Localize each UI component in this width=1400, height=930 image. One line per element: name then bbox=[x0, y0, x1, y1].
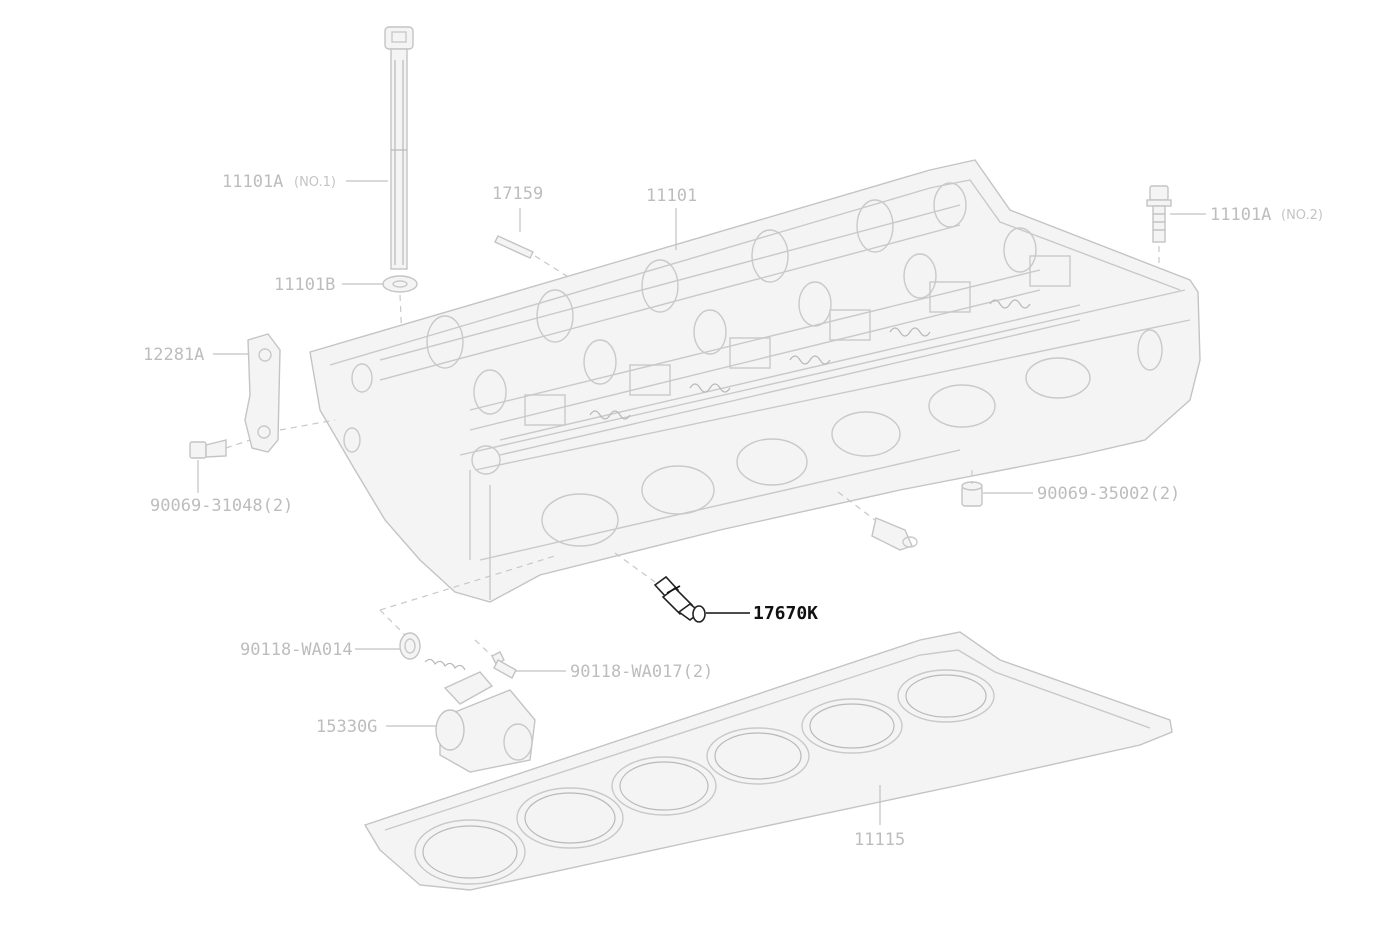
label-washer: 11101B bbox=[274, 275, 335, 295]
label-bolt-left: 90069-31048(2) bbox=[150, 496, 293, 516]
cylinder-head bbox=[309, 159, 1201, 603]
bolt-small bbox=[491, 651, 517, 679]
o-ring bbox=[399, 632, 421, 660]
label-head-bolt-no2-qualifier: (NO.2) bbox=[1281, 208, 1323, 223]
control-valve bbox=[424, 658, 536, 773]
label-control-valve: 15330G bbox=[316, 717, 377, 737]
label-stud-pin: 17159 bbox=[492, 184, 543, 204]
label-cylinder-head: 11101 bbox=[646, 186, 697, 206]
label-head-bolt-no2-number: 11101A bbox=[1210, 205, 1271, 225]
label-head-bolt-no1-number: 11101A bbox=[222, 172, 283, 192]
washer bbox=[382, 275, 418, 293]
bolt-left-guide bbox=[225, 439, 251, 449]
bracket bbox=[244, 333, 281, 453]
oil-pressure-sensor bbox=[653, 575, 706, 623]
label-o-ring: 90118-WA014 bbox=[240, 640, 353, 660]
head-gasket bbox=[363, 631, 1173, 891]
label-head-gasket: 11115 bbox=[854, 830, 905, 850]
head-bolt-no2 bbox=[1146, 185, 1172, 243]
label-plug-right: 90069-35002(2) bbox=[1037, 484, 1180, 504]
bolt-left bbox=[189, 439, 227, 459]
sensor-faded bbox=[871, 517, 918, 551]
label-sensor-highlight: 17670K bbox=[753, 603, 818, 624]
label-bracket: 12281A bbox=[143, 345, 204, 365]
valve-guide-a bbox=[379, 555, 556, 611]
label-bolt-small: 90118-WA017(2) bbox=[570, 662, 713, 682]
plug-right bbox=[961, 481, 983, 507]
label-head-bolt-no1-qualifier: (NO.1) bbox=[294, 175, 336, 190]
sensor-guide bbox=[614, 552, 656, 583]
stud-pin bbox=[494, 235, 534, 259]
bracket-guide bbox=[279, 419, 336, 431]
head-bolt-no1 bbox=[384, 26, 414, 270]
faded-sensor-guide bbox=[837, 491, 876, 521]
stud-guide bbox=[534, 255, 571, 279]
